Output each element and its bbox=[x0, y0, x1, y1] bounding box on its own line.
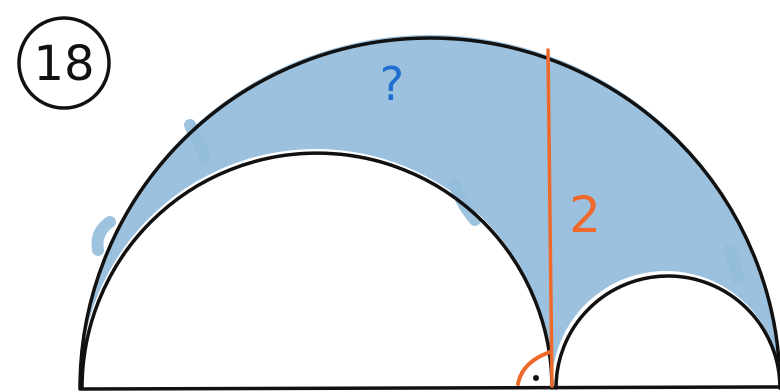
large-semicircle-arc bbox=[78, 36, 780, 390]
diameter-line bbox=[78, 385, 780, 391]
small-semicircle-arc bbox=[554, 274, 780, 390]
medium-semicircle-arc bbox=[80, 151, 554, 390]
height-line bbox=[546, 48, 554, 388]
puzzle-number-circle bbox=[17, 16, 111, 110]
shade-brush-strokes bbox=[91, 119, 744, 284]
unknown-area-label: ? bbox=[380, 57, 404, 111]
shaded-region bbox=[80, 35, 780, 385]
right-angle-dot bbox=[533, 375, 539, 381]
height-label: 2 bbox=[569, 186, 601, 244]
right-angle-marker bbox=[516, 350, 552, 386]
puzzle-number: 18 bbox=[33, 36, 94, 92]
